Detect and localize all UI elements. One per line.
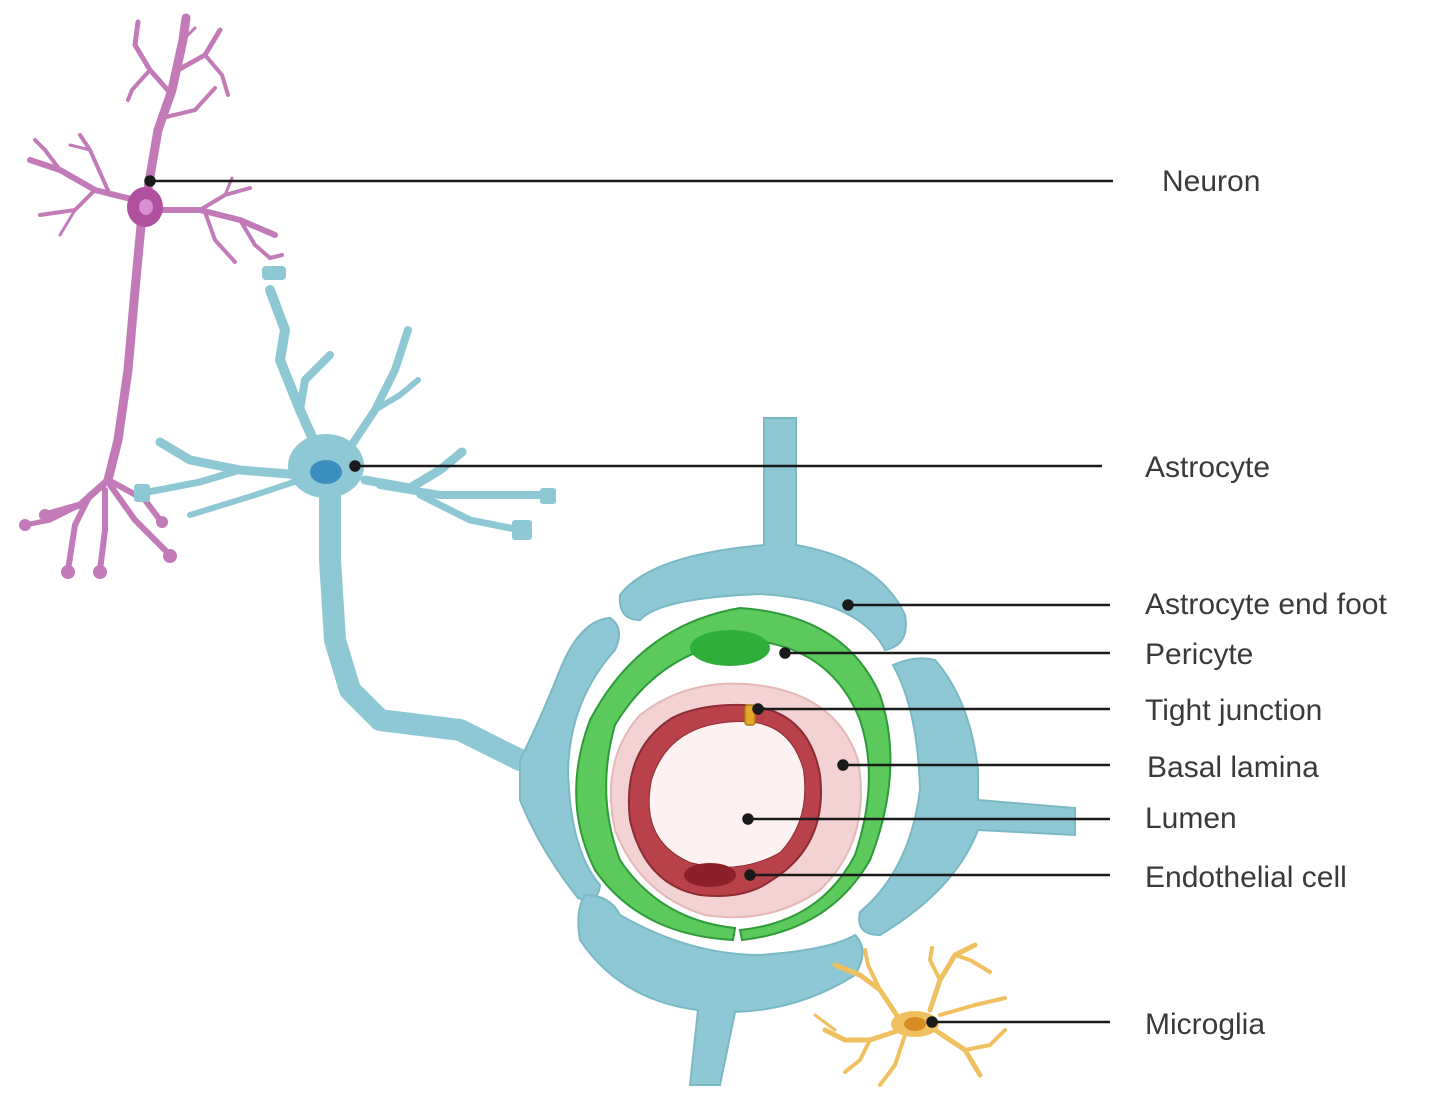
microglia-illustration: [813, 942, 1007, 1087]
astrocyte-process-tips: [134, 266, 556, 540]
pericyte-layer: [575, 606, 892, 942]
label-microglia: Microglia: [1145, 1008, 1265, 1041]
astrocyte-illustration: [144, 285, 549, 771]
neuron-terminal-boutons: [19, 509, 177, 579]
neuron-nucleus: [139, 199, 153, 215]
label-tight-junction: Tight junction: [1145, 694, 1322, 727]
lumen-area: [649, 722, 805, 867]
leader-lines: [144, 175, 1113, 1028]
microglia-nucleus: [904, 1017, 926, 1031]
pericyte-nucleus: [690, 630, 770, 666]
astrocyte-end-feet: [519, 417, 1076, 1086]
label-astrocyte-end-foot: Astrocyte end foot: [1145, 588, 1387, 621]
label-astrocyte: Astrocyte: [1145, 451, 1270, 484]
neuron-illustration: [22, 13, 284, 573]
label-neuron: Neuron: [1162, 165, 1260, 198]
label-basal-lamina: Basal lamina: [1147, 751, 1319, 784]
astrocyte-nucleus: [310, 460, 342, 484]
label-endothelial-cell: Endothelial cell: [1145, 861, 1347, 894]
label-lumen: Lumen: [1145, 802, 1237, 835]
endothelial-nucleus: [684, 863, 736, 887]
label-pericyte: Pericyte: [1145, 638, 1253, 671]
